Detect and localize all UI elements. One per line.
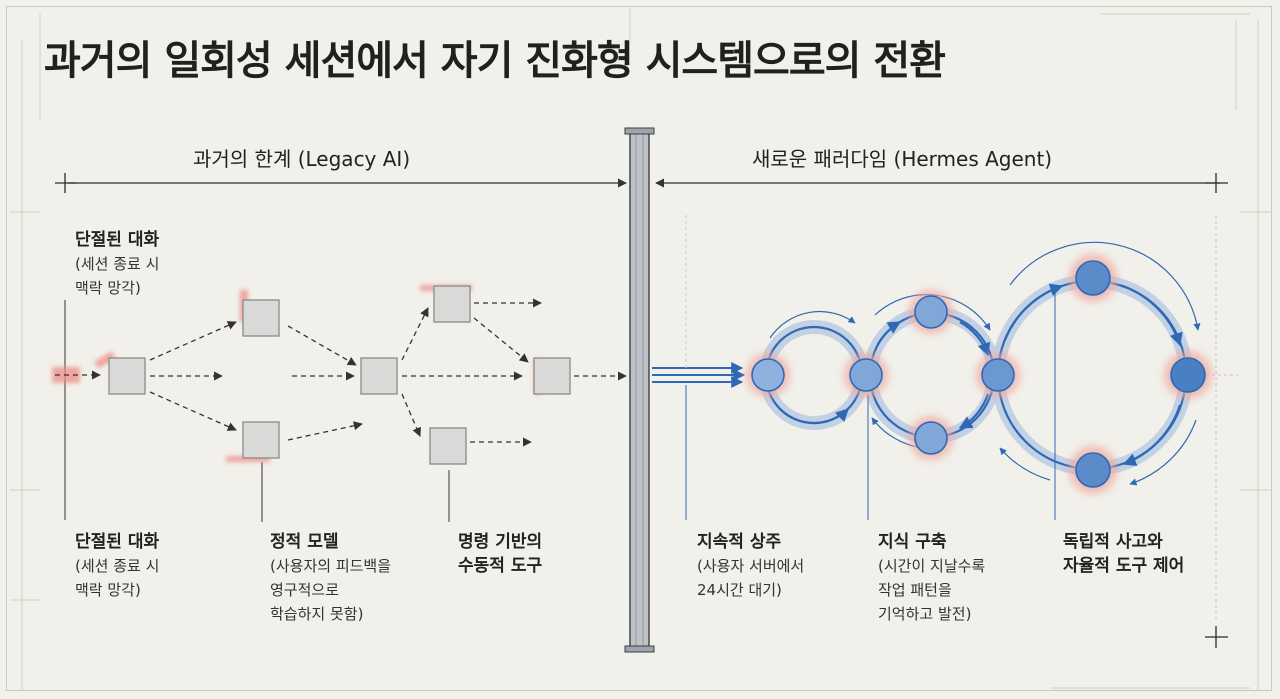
label-title: 정적 모델 [270, 532, 339, 552]
paradigm-label-knowledge: 지식 구축 (시간이 지날수록 작업 패턴을 기억하고 발전) [878, 530, 985, 626]
blueprint-frame [6, 6, 1272, 691]
legacy-label-disconnected-top: 단절된 대화 (세션 종료 시 맥락 망각) [75, 228, 159, 300]
label-line: 작업 패턴을 [878, 581, 952, 599]
paradigm-dimension-line [655, 173, 1228, 648]
legacy-dashed-arrows [55, 298, 627, 447]
label-title: 지식 구축 [878, 532, 947, 552]
paradigm-section-heading: 새로운 패러다임 (Hermes Agent) [752, 147, 1053, 171]
loop-node [914, 421, 948, 455]
paradigm-label-autonomy: 독립적 사고와 자율적 도구 제어 [1063, 530, 1184, 578]
label-line: (세션 종료 시 [75, 255, 160, 273]
label-title: 단절된 대화 [75, 230, 160, 250]
entry-arrows [652, 362, 746, 388]
legacy-node [533, 357, 571, 395]
label-line: (사용자의 피드백을 [270, 557, 392, 575]
legacy-node [433, 285, 471, 323]
label-line: 24시간 대기) [697, 581, 782, 599]
legacy-label-static-model: 정적 모델 (사용자의 피드백을 영구적으로 학습하지 못함) [270, 530, 391, 626]
label-title: 독립적 사고와 [1063, 532, 1163, 552]
loop-flow-arrows [779, 283, 1183, 466]
label-line: 학습하지 못함) [270, 605, 364, 623]
label-line: (시간이 지날수록 [878, 557, 986, 575]
loop-node [981, 358, 1015, 392]
label-title: 지속적 상주 [697, 532, 782, 552]
legacy-label-ticks [64, 300, 450, 522]
paradigm-label-persistent: 지속적 상주 (사용자 서버에서 24시간 대기) [697, 530, 804, 602]
loop-node [751, 358, 785, 392]
legacy-nodes [108, 285, 571, 465]
legacy-section-heading: 과거의 한계 (Legacy AI) [193, 147, 411, 171]
outer-flow-arcs [769, 241, 1201, 486]
label-line: 기억하고 발전) [878, 605, 972, 623]
label-title-2: 수동적 도구 [458, 556, 543, 576]
label-title-2: 자율적 도구 제어 [1063, 556, 1185, 576]
legacy-label-disconnected-bottom: 단절된 대화 (세션 종료 시 맥락 망각) [75, 530, 159, 602]
blueprint-guides [10, 8, 1272, 690]
label-line: 맥락 망각) [75, 581, 141, 599]
legacy-node [108, 357, 146, 395]
paradigm-label-ticks [685, 290, 1056, 520]
legacy-node [242, 299, 280, 337]
page-title: 과거의 일회성 세션에서 자기 진화형 시스템으로의 전환 [44, 38, 946, 84]
legacy-node [429, 427, 467, 465]
label-line: 영구적으로 [270, 581, 340, 599]
label-title: 단절된 대화 [75, 532, 160, 552]
legacy-node [360, 357, 398, 395]
loop-node [849, 358, 883, 392]
legacy-dimension-line [55, 173, 627, 193]
loop-node [1075, 452, 1111, 488]
label-title: 명령 기반의 [458, 532, 543, 552]
label-line: (사용자 서버에서 [697, 557, 805, 575]
paradigm-nodes [751, 260, 1206, 488]
label-line: 맥락 망각) [75, 279, 141, 297]
label-line: (세션 종료 시 [75, 557, 160, 575]
legacy-label-passive-tool: 명령 기반의 수동적 도구 [458, 530, 542, 578]
legacy-node [242, 421, 280, 459]
loop-node [1075, 260, 1111, 296]
loop-node [1170, 357, 1206, 393]
loop-node [914, 295, 948, 329]
divider-wall [624, 127, 655, 653]
